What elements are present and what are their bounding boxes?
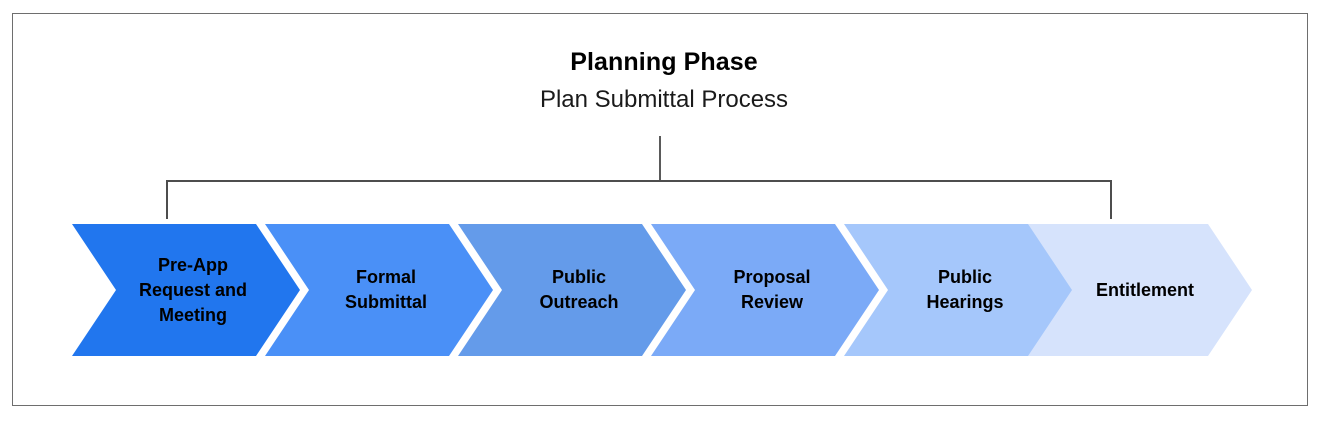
process-step-label: Public Outreach (539, 267, 619, 312)
process-step-label: Entitlement (1095, 279, 1194, 300)
process-step-label: Proposal Review (733, 267, 811, 312)
process-step-pre-app-request-and-meeting[interactable]: Pre-App Request and Meeting (72, 224, 300, 356)
bracket-horizontal-bar (166, 180, 1112, 182)
process-step-public-outreach[interactable]: Public Outreach (458, 224, 686, 356)
bracket-stem (659, 136, 661, 181)
process-step-formal-submittal[interactable]: Formal Submittal (265, 224, 493, 356)
bracket-tick-left (166, 180, 168, 219)
bracket-tick-right (1110, 180, 1112, 219)
process-chevron-row: Pre-App Request and Meeting Formal Submi… (0, 224, 1328, 356)
process-step-label: Public Hearings (926, 267, 1004, 312)
process-step-label: Formal Submittal (344, 267, 427, 312)
process-step-label: Pre-App Request and Meeting (138, 254, 248, 325)
